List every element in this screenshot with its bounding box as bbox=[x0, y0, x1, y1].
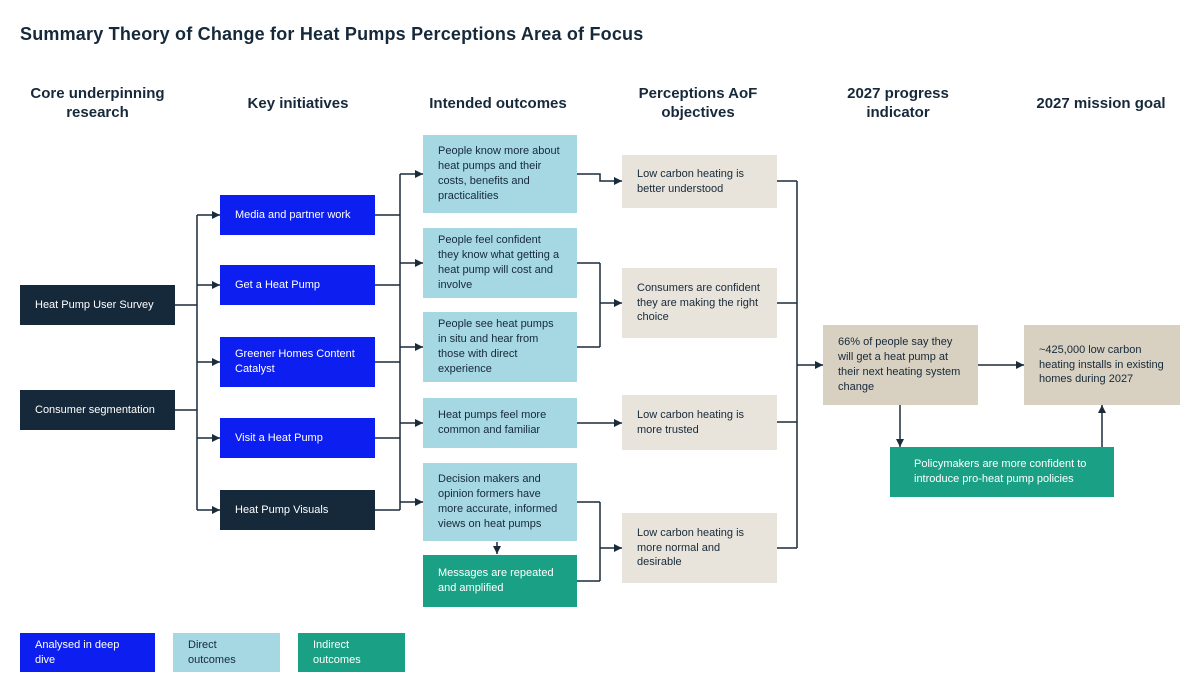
column-header-objectives: Perceptions AoF objectives bbox=[638, 85, 758, 121]
node-label: ~425,000 low carbon heating installs in … bbox=[1039, 343, 1164, 386]
node-label: People see heat pumps in situ and hear f… bbox=[438, 318, 554, 375]
initiatives-to-outcomes-connectors bbox=[375, 170, 423, 511]
legend-indirect-outcomes: Indirect outcomes bbox=[298, 633, 405, 672]
node-people-feel-confident: People feel confident they know what get… bbox=[423, 228, 577, 298]
node-label: Heat pumps feel more common and familiar bbox=[438, 409, 547, 436]
objectives-to-progress-connectors bbox=[777, 180, 823, 549]
legend-label: Direct outcomes bbox=[188, 638, 236, 666]
node-label: 66% of people say they will get a heat p… bbox=[838, 336, 961, 393]
column-header-initiatives: Key initiatives bbox=[247, 95, 349, 112]
node-label: Visit a Heat Pump bbox=[235, 431, 323, 444]
node-label: Heat Pump User Survey bbox=[35, 298, 154, 311]
node-messages-repeated-amplified: Messages are repeated and amplified bbox=[423, 555, 577, 607]
column-header-progress: 2027 progress indicator bbox=[847, 85, 949, 121]
page-title: Summary Theory of Change for Heat Pumps … bbox=[20, 24, 644, 44]
node-label: Greener Homes Content Catalyst bbox=[235, 348, 355, 375]
node-label: Low carbon heating is more normal and de… bbox=[637, 526, 745, 569]
node-more-normal-desirable: Low carbon heating is more normal and de… bbox=[622, 513, 777, 583]
legend-analysed-in-deep-dive: Analysed in deep dive bbox=[20, 633, 155, 672]
node-label: Consumer segmentation bbox=[35, 403, 155, 416]
node-label: Get a Heat Pump bbox=[235, 278, 320, 291]
node-label: Heat Pump Visuals bbox=[235, 503, 329, 516]
research-to-initiatives-connectors bbox=[175, 211, 220, 514]
node-heat-pumps-feel-common: Heat pumps feel more common and familiar bbox=[423, 398, 577, 448]
node-heat-pump-visuals: Heat Pump Visuals bbox=[220, 490, 375, 530]
node-label: Low carbon heating is better understood bbox=[637, 167, 745, 195]
node-media-and-partner-work: Media and partner work bbox=[220, 195, 375, 235]
node-label: Media and partner work bbox=[235, 208, 351, 221]
node-decision-makers-views: Decision makers and opinion formers have… bbox=[423, 463, 577, 541]
column-header-mission: 2027 mission goal bbox=[1036, 95, 1166, 112]
node-label: Policymakers are more confident to intro… bbox=[914, 458, 1087, 485]
node-heat-pump-user-survey: Heat Pump User Survey bbox=[20, 285, 175, 325]
node-consumers-confident-choice: Consumers are confident they are making … bbox=[622, 268, 777, 338]
node-consumer-segmentation: Consumer segmentation bbox=[20, 390, 175, 430]
legend-label: Analysed in deep dive bbox=[35, 638, 120, 666]
node-people-see-heat-pumps-in-situ: People see heat pumps in situ and hear f… bbox=[423, 312, 577, 382]
node-more-trusted: Low carbon heating is more trusted bbox=[622, 395, 777, 450]
node-people-know-more: People know more about heat pumps and th… bbox=[423, 135, 577, 213]
node-get-a-heat-pump: Get a Heat Pump bbox=[220, 265, 375, 305]
node-label: Decision makers and opinion formers have… bbox=[438, 473, 558, 530]
node-label: Low carbon heating is more trusted bbox=[637, 408, 745, 436]
node-policymakers-confident: Policymakers are more confident to intro… bbox=[890, 447, 1114, 497]
node-greener-homes-content-catalyst: Greener Homes Content Catalyst bbox=[220, 337, 375, 387]
column-header-research: Core underpinning research bbox=[30, 85, 165, 121]
node-label: Consumers are confident they are making … bbox=[637, 281, 760, 324]
node-label: People know more about heat pumps and th… bbox=[438, 145, 560, 202]
node-visit-a-heat-pump: Visit a Heat Pump bbox=[220, 418, 375, 458]
legend-direct-outcomes: Direct outcomes bbox=[173, 633, 280, 672]
node-label: Messages are repeated and amplified bbox=[438, 567, 554, 594]
node-mission-goal-installs: ~425,000 low carbon heating installs in … bbox=[1024, 325, 1180, 405]
column-header-outcomes: Intended outcomes bbox=[429, 95, 567, 112]
node-label: People feel confident they know what get… bbox=[438, 234, 560, 291]
node-better-understood: Low carbon heating is better understood bbox=[622, 155, 777, 208]
legend-label: Indirect outcomes bbox=[313, 638, 361, 666]
node-progress-indicator-66-percent: 66% of people say they will get a heat p… bbox=[823, 325, 978, 405]
